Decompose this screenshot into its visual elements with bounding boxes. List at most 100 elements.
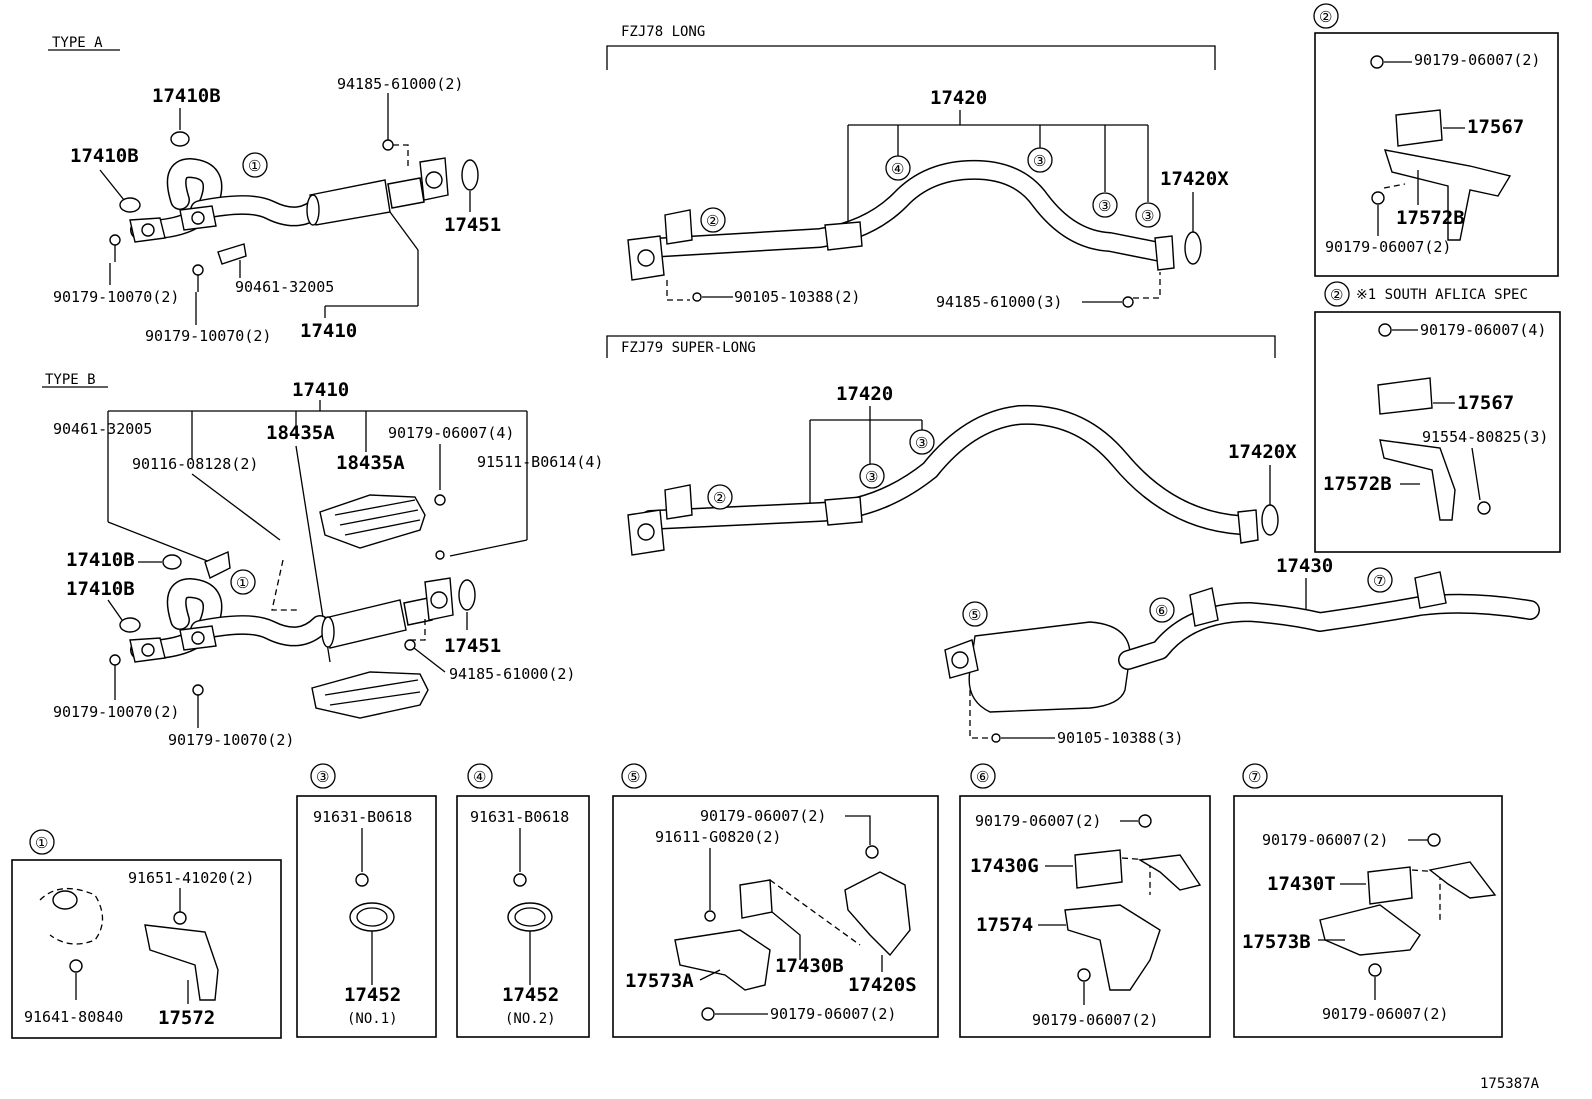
- type-a-label: TYPE A: [52, 35, 103, 51]
- gasket-17420X-fzj78: [1184, 231, 1202, 265]
- part-90179-06007-box2-top[interactable]: 90179-06007(2): [1414, 51, 1540, 69]
- bracket-17572B-box2: [1383, 149, 1512, 241]
- circled-ref-5-rear: ⑤: [968, 606, 981, 624]
- part-17567-box2[interactable]: 17567: [1467, 116, 1524, 138]
- part-90105-10388-2[interactable]: 90105-10388(2): [734, 288, 860, 306]
- part-17572B-sa[interactable]: 17572B: [1323, 473, 1392, 495]
- mount-17430B: [739, 879, 773, 919]
- part-17410B-left[interactable]: 17410B: [70, 145, 139, 167]
- part-90179-06007-box2-bottom[interactable]: 90179-06007(2): [1325, 238, 1451, 256]
- part-90179-06007-box6-bottom[interactable]: 90179-06007(2): [1032, 1011, 1158, 1029]
- mount-17567-sa: [1377, 377, 1433, 415]
- part-17574[interactable]: 17574: [976, 914, 1033, 936]
- part-17430T[interactable]: 17430T: [1267, 873, 1336, 895]
- part-17452-no2[interactable]: 17452: [502, 984, 559, 1006]
- part-91641-80840[interactable]: 91641-80840: [24, 1008, 123, 1026]
- part-17430[interactable]: 17430: [1276, 555, 1333, 577]
- part-18435A-b[interactable]: 18435A: [336, 452, 405, 474]
- rear-muffler-body: [968, 621, 1131, 713]
- part-17410B-b-top[interactable]: 17410B: [66, 549, 135, 571]
- part-17420X-fzj78[interactable]: 17420X: [1160, 168, 1229, 190]
- part-90179-10070-b-bottom[interactable]: 90179-10070(2): [168, 731, 294, 749]
- part-91651-41020[interactable]: 91651-41020(2): [128, 869, 254, 887]
- part-17410[interactable]: 17410: [300, 320, 357, 342]
- part-94185-61000-3[interactable]: 94185-61000(3): [936, 293, 1062, 311]
- type-b-label: TYPE B: [45, 372, 96, 388]
- detail-box-2: ② 90179-06007(2) 17567 17572B 90179-0600…: [1313, 3, 1559, 277]
- part-17430G[interactable]: 17430G: [970, 855, 1039, 877]
- part-17573A[interactable]: 17573A: [625, 970, 694, 992]
- part-17451[interactable]: 17451: [444, 214, 501, 236]
- mount-17430T: [1367, 866, 1413, 905]
- circled-ref-2-sa: ②: [1330, 286, 1343, 304]
- part-17410B-top[interactable]: 17410B: [152, 85, 221, 107]
- part-17451-b[interactable]: 17451: [444, 635, 501, 657]
- part-90179-06007-box5-bottom[interactable]: 90179-06007(2): [770, 1005, 896, 1023]
- part-90179-06007-4-sa[interactable]: 90179-06007(4): [1420, 321, 1546, 339]
- circled-ref-3-fzj78-a: ③: [1033, 152, 1046, 170]
- part-90179-06007-box6-top[interactable]: 90179-06007(2): [975, 812, 1101, 830]
- part-17572[interactable]: 17572: [158, 1007, 215, 1029]
- part-90179-06007-box7-bottom[interactable]: 90179-06007(2): [1322, 1005, 1448, 1023]
- part-17420-fzj79[interactable]: 17420: [836, 383, 893, 405]
- detail-box-1: ① 91651-41020(2) 91641-80840 17572: [11, 829, 282, 1039]
- mount-17430G: [1074, 849, 1123, 889]
- type-b-assembly: TYPE B 17410 90461-32005 18435A 90179-06…: [42, 372, 603, 749]
- bracket-17420S: [844, 871, 911, 957]
- part-91631-B0618-box3[interactable]: 91631-B0618: [313, 808, 412, 826]
- part-17420-fzj78[interactable]: 17420: [930, 87, 987, 109]
- part-17452-no1[interactable]: 17452: [344, 984, 401, 1006]
- type-a-clamp: [217, 243, 247, 265]
- gasket-17420X-fzj79: [1261, 504, 1279, 536]
- circled-ref-1-type-a: ①: [248, 157, 261, 175]
- part-91631-B0618-box4[interactable]: 91631-B0618: [470, 808, 569, 826]
- part-90179-10070-bottom[interactable]: 90179-10070(2): [145, 327, 271, 345]
- part-90461-32005-b[interactable]: 90461-32005: [53, 420, 152, 438]
- part-17430B[interactable]: 17430B: [775, 955, 844, 977]
- circled-ref-3-box: ③: [316, 768, 329, 786]
- part-90179-06007-box5-top[interactable]: 90179-06007(2): [700, 807, 826, 825]
- circled-ref-3-fzj79-b: ③: [915, 434, 928, 452]
- part-17420S[interactable]: 17420S: [848, 974, 917, 996]
- circled-ref-5-box: ⑤: [627, 768, 640, 786]
- detail-box-4: ④ 91631-B0618 17452 (NO.2): [456, 763, 590, 1038]
- fzj79-label: FZJ79 SUPER-LONG: [621, 340, 756, 356]
- part-90179-06007-box7-top[interactable]: 90179-06007(2): [1262, 831, 1388, 849]
- part-94185-61000-b[interactable]: 94185-61000(2): [449, 665, 575, 683]
- south-africa-label: ※1 SOUTH AFLICA SPEC: [1356, 287, 1528, 303]
- bracket-17573B: [1319, 904, 1421, 956]
- part-90116-08128[interactable]: 90116-08128(2): [132, 455, 258, 473]
- circled-ref-3-fzj79-a: ③: [865, 468, 878, 486]
- detail-box-7: ⑦ 90179-06007(2) 17430T 17573B 90179-060…: [1233, 763, 1503, 1038]
- circled-ref-3-fzj78-b: ③: [1098, 197, 1111, 215]
- circled-ref-2-box: ②: [1319, 8, 1332, 26]
- part-17420X-fzj79[interactable]: 17420X: [1228, 441, 1297, 463]
- part-17567-sa[interactable]: 17567: [1457, 392, 1514, 414]
- circled-ref-6-rear: ⑥: [1155, 602, 1168, 620]
- gasket-17410B-top: [170, 131, 190, 147]
- part-18435A-a[interactable]: 18435A: [266, 422, 335, 444]
- circled-ref-6-box: ⑥: [976, 768, 989, 786]
- part-17572B-box2[interactable]: 17572B: [1396, 207, 1465, 229]
- part-91611-G0820[interactable]: 91611-G0820(2): [655, 828, 781, 846]
- part-17410-type-b[interactable]: 17410: [292, 379, 349, 401]
- part-91554-80825[interactable]: 91554-80825(3): [1422, 428, 1548, 446]
- gasket-17410B-left: [119, 197, 141, 213]
- circled-ref-7-rear: ⑦: [1373, 572, 1386, 590]
- detail-box-6: ⑥ 90179-06007(2) 17430G 17574 90179-0600…: [959, 763, 1211, 1038]
- part-91511-B0614[interactable]: 91511-B0614(4): [477, 453, 603, 471]
- circled-ref-7-box: ⑦: [1248, 768, 1261, 786]
- part-90179-10070-b-left[interactable]: 90179-10070(2): [53, 703, 179, 721]
- part-90179-10070-left[interactable]: 90179-10070(2): [53, 288, 179, 306]
- part-90461-32005[interactable]: 90461-32005: [235, 278, 334, 296]
- part-17573B[interactable]: 17573B: [1242, 931, 1311, 953]
- part-94185-61000[interactable]: 94185-61000(2): [337, 75, 463, 93]
- part-90105-10388-3[interactable]: 90105-10388(3): [1057, 729, 1183, 747]
- part-90179-06007-4[interactable]: 90179-06007(4): [388, 424, 514, 442]
- type-a-cat-body: [309, 179, 391, 226]
- part-17410B-b-left[interactable]: 17410B: [66, 578, 135, 600]
- fzj78-label: FZJ78 LONG: [621, 24, 705, 40]
- fzj79-assembly: FZJ79 SUPER-LONG 17420 17420X ② ③ ③: [606, 335, 1297, 556]
- gasket-17451: [461, 159, 479, 191]
- fzj78-assembly: FZJ78 LONG 17420 17420X ② ④ ③ ③ ③ 9010: [606, 24, 1229, 311]
